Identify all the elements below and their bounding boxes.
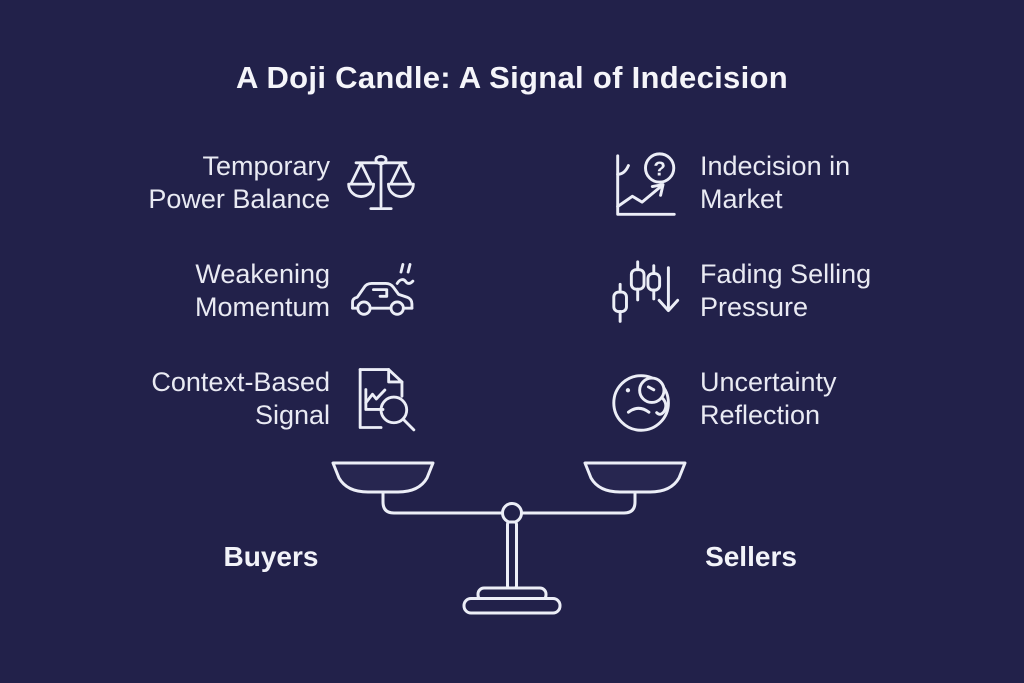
balance-scale-icon <box>344 148 418 222</box>
feature-context-based-signal: Context-Based Signal <box>151 367 330 430</box>
monocle-face-icon <box>606 362 684 440</box>
feature-indecision-in-market: Indecision in Market <box>700 151 851 214</box>
feature-uncertainty-reflection: Uncertainty Reflection <box>700 367 837 430</box>
svg-text:?: ? <box>653 157 666 180</box>
feature-weakening-momentum: Weakening Momentum <box>194 259 330 322</box>
left-pan <box>331 461 435 494</box>
page-title: A Doji Candle: A Signal of Indecision <box>236 60 788 95</box>
base-lower <box>462 597 562 615</box>
buyers-label: Buyers <box>223 541 319 572</box>
document-search-icon <box>344 360 420 438</box>
feature-fading-selling-pressure: Fading Selling Pressure <box>700 259 872 322</box>
sellers-label: Sellers <box>705 541 797 572</box>
pivot-joint <box>501 502 523 524</box>
chart-question-icon: ? <box>606 148 684 226</box>
scale-post <box>506 520 518 590</box>
candles-down-arrow-icon <box>606 256 684 334</box>
right-pan <box>583 461 687 494</box>
feature-temporary-power-balance: Temporary Power Balance <box>148 151 330 214</box>
balance-scale-illustration <box>297 440 727 625</box>
car-sputter-icon <box>344 254 420 330</box>
